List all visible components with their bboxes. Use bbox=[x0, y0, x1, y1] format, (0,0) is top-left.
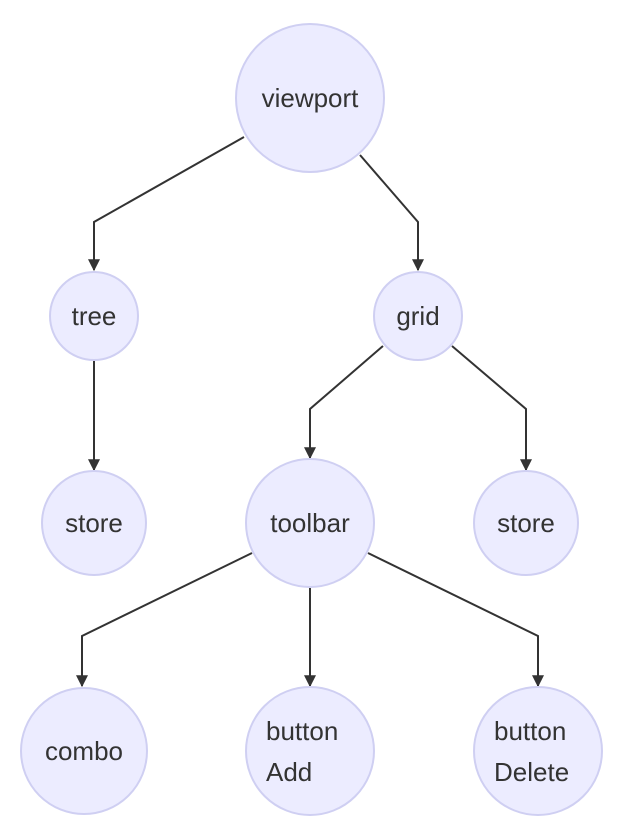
node-combo-label: combo bbox=[45, 736, 123, 766]
node-store-tree[interactable]: store bbox=[41, 470, 147, 576]
node-viewport-label: viewport bbox=[262, 83, 360, 113]
node-viewport[interactable]: viewport bbox=[235, 23, 385, 173]
node-tree[interactable]: tree bbox=[49, 271, 139, 361]
node-tree-circle bbox=[49, 271, 139, 361]
node-store-tree-label: store bbox=[65, 508, 123, 538]
node-grid[interactable]: grid bbox=[373, 271, 463, 361]
node-grid-circle bbox=[373, 271, 463, 361]
node-button-add-label-line2: Add bbox=[266, 757, 312, 787]
edge-grid-store bbox=[451, 345, 532, 472]
node-toolbar-label: toolbar bbox=[270, 508, 350, 538]
edge-viewport-grid bbox=[359, 154, 424, 272]
node-toolbar[interactable]: toolbar bbox=[245, 458, 375, 588]
node-grid-label: grid bbox=[396, 301, 439, 331]
node-toolbar-circle bbox=[245, 458, 375, 588]
node-button-add-label-line1: button bbox=[266, 716, 338, 746]
node-store-grid[interactable]: store bbox=[473, 470, 579, 576]
nodes: viewport tree grid store toolbar store c… bbox=[20, 23, 603, 816]
node-button-delete-label-line1: button bbox=[494, 716, 566, 746]
node-button-delete-circle bbox=[473, 686, 603, 816]
node-store-grid-circle bbox=[473, 470, 579, 576]
node-button-add[interactable]: button Add bbox=[245, 686, 375, 816]
node-combo[interactable]: combo bbox=[20, 687, 148, 815]
node-store-tree-circle bbox=[41, 470, 147, 576]
edge-toolbar-button-delete bbox=[367, 552, 544, 688]
edge-viewport-tree bbox=[88, 136, 245, 272]
edge-grid-toolbar bbox=[304, 345, 384, 460]
node-combo-circle bbox=[20, 687, 148, 815]
node-button-add-circle bbox=[245, 686, 375, 816]
node-button-delete-label-line2: Delete bbox=[494, 757, 569, 787]
node-store-grid-label: store bbox=[497, 508, 555, 538]
edges bbox=[76, 136, 544, 688]
node-viewport-circle bbox=[235, 23, 385, 173]
edge-toolbar-combo bbox=[76, 552, 253, 688]
node-tree-label: tree bbox=[72, 301, 117, 331]
node-button-delete[interactable]: button Delete bbox=[473, 686, 603, 816]
